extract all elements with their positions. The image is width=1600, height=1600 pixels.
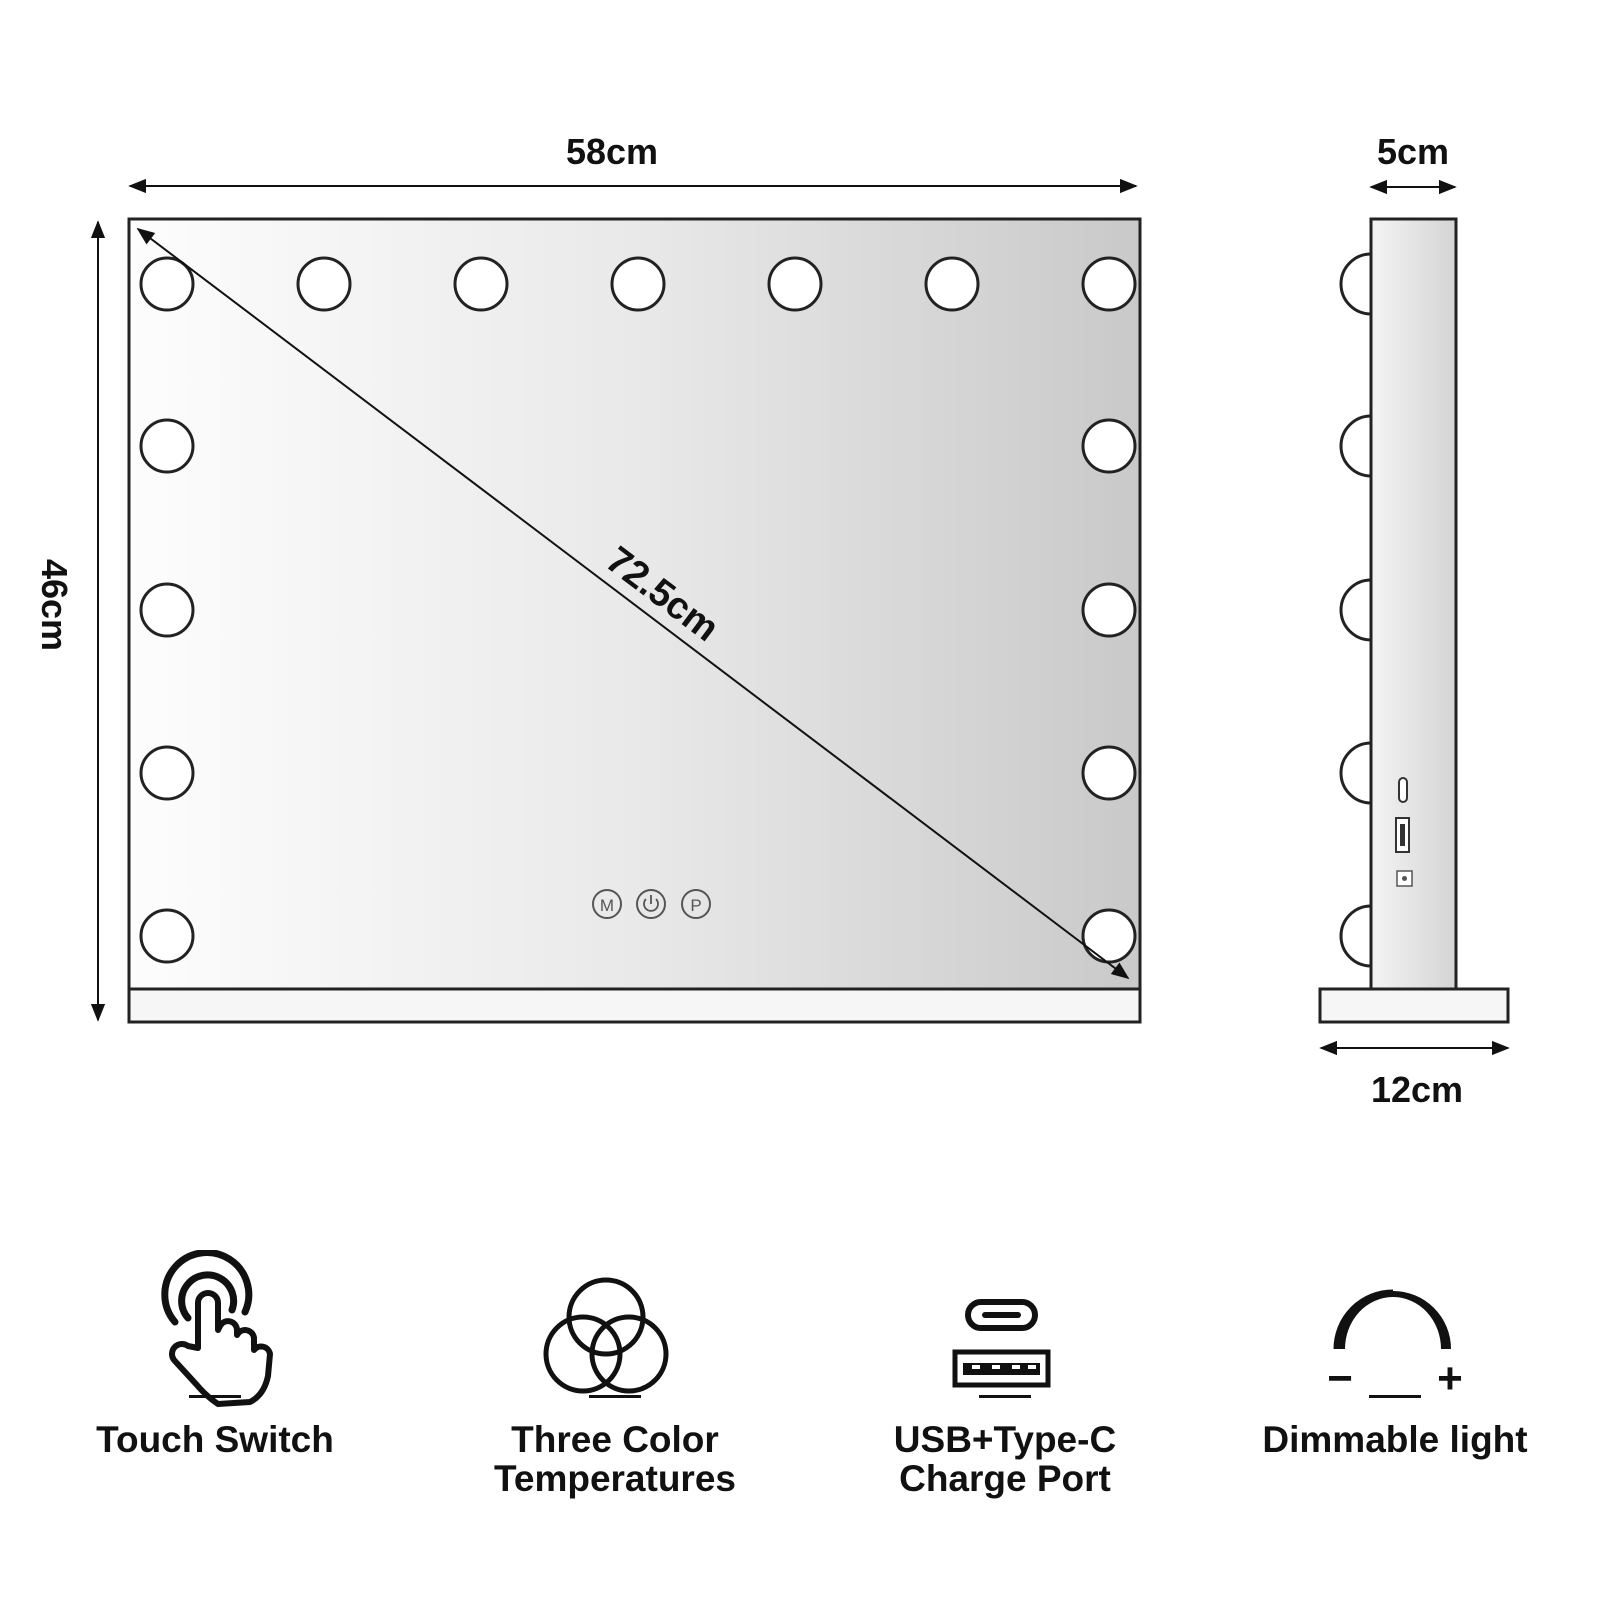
feature-label: Charge Port [899, 1458, 1111, 1499]
side-bulb [1339, 578, 1373, 642]
feature-touch-switch: Touch Switch [90, 1395, 340, 1459]
dimmer-minus-symbol: − [1327, 1354, 1353, 1403]
side-bulb [1339, 414, 1373, 478]
feature-divider [979, 1395, 1031, 1398]
width-label: 58cm [566, 131, 658, 172]
feature-three-color: Three Color Temperatures [470, 1395, 760, 1498]
side-ports [1395, 777, 1413, 887]
side-bulb [1339, 904, 1373, 968]
bulb [610, 256, 666, 312]
feature-label: USB+Type-C [893, 1419, 1117, 1460]
bulb [296, 256, 352, 312]
height-label: 46cm [34, 559, 75, 651]
bulb [767, 256, 823, 312]
bulb [139, 745, 195, 801]
feature-dimmable: Dimmable light [1245, 1395, 1545, 1459]
mirror-base [127, 987, 1142, 1024]
depth-base-label: 12cm [1371, 1069, 1463, 1110]
side-bulb [1339, 252, 1373, 316]
side-bulb [1339, 741, 1373, 805]
side-bulbs [1339, 252, 1373, 968]
type-c-port-icon [1398, 777, 1408, 803]
feature-label: Three Color [511, 1419, 719, 1460]
feature-icons: − + [161, 1250, 1463, 1407]
depth-top-label: 5cm [1377, 131, 1449, 172]
feature-label: Dimmable light [1262, 1419, 1528, 1460]
preset-button[interactable]: P [681, 889, 711, 919]
power-icon [643, 895, 659, 912]
usb-typec-icon [952, 1299, 1051, 1388]
power-button[interactable] [636, 889, 666, 919]
bulb [1081, 418, 1137, 474]
bulb [1081, 256, 1137, 312]
bulb [453, 256, 509, 312]
bulb [1081, 745, 1137, 801]
touch-buttons: M P [592, 889, 711, 919]
touch-hand-icon [161, 1250, 273, 1407]
bulb [139, 418, 195, 474]
bulb [1081, 582, 1137, 638]
feature-divider [1369, 1395, 1421, 1398]
mode-button-label: M [600, 896, 614, 915]
bulb [1081, 908, 1137, 964]
mirror-dimension-diagram: 58cm 46cm 72.5cm M P 5cm [34, 131, 1510, 1110]
dimmer-plus-symbol: + [1437, 1354, 1463, 1403]
diagonal-dimension-line [136, 227, 1130, 980]
dimmer-arc-icon: − + [1327, 1289, 1463, 1403]
preset-button-label: P [690, 896, 701, 915]
feature-label: Temperatures [494, 1458, 736, 1499]
side-panel [1369, 217, 1458, 991]
bulb [139, 582, 195, 638]
side-base [1318, 987, 1510, 1024]
feature-divider [189, 1395, 241, 1398]
bulb [924, 256, 980, 312]
feature-usb-typec: USB+Type-C Charge Port [860, 1395, 1150, 1498]
feature-label: Touch Switch [96, 1419, 334, 1460]
mode-button[interactable]: M [592, 889, 622, 919]
three-circles-icon [543, 1277, 669, 1394]
feature-divider [589, 1395, 641, 1398]
bulb [139, 908, 195, 964]
